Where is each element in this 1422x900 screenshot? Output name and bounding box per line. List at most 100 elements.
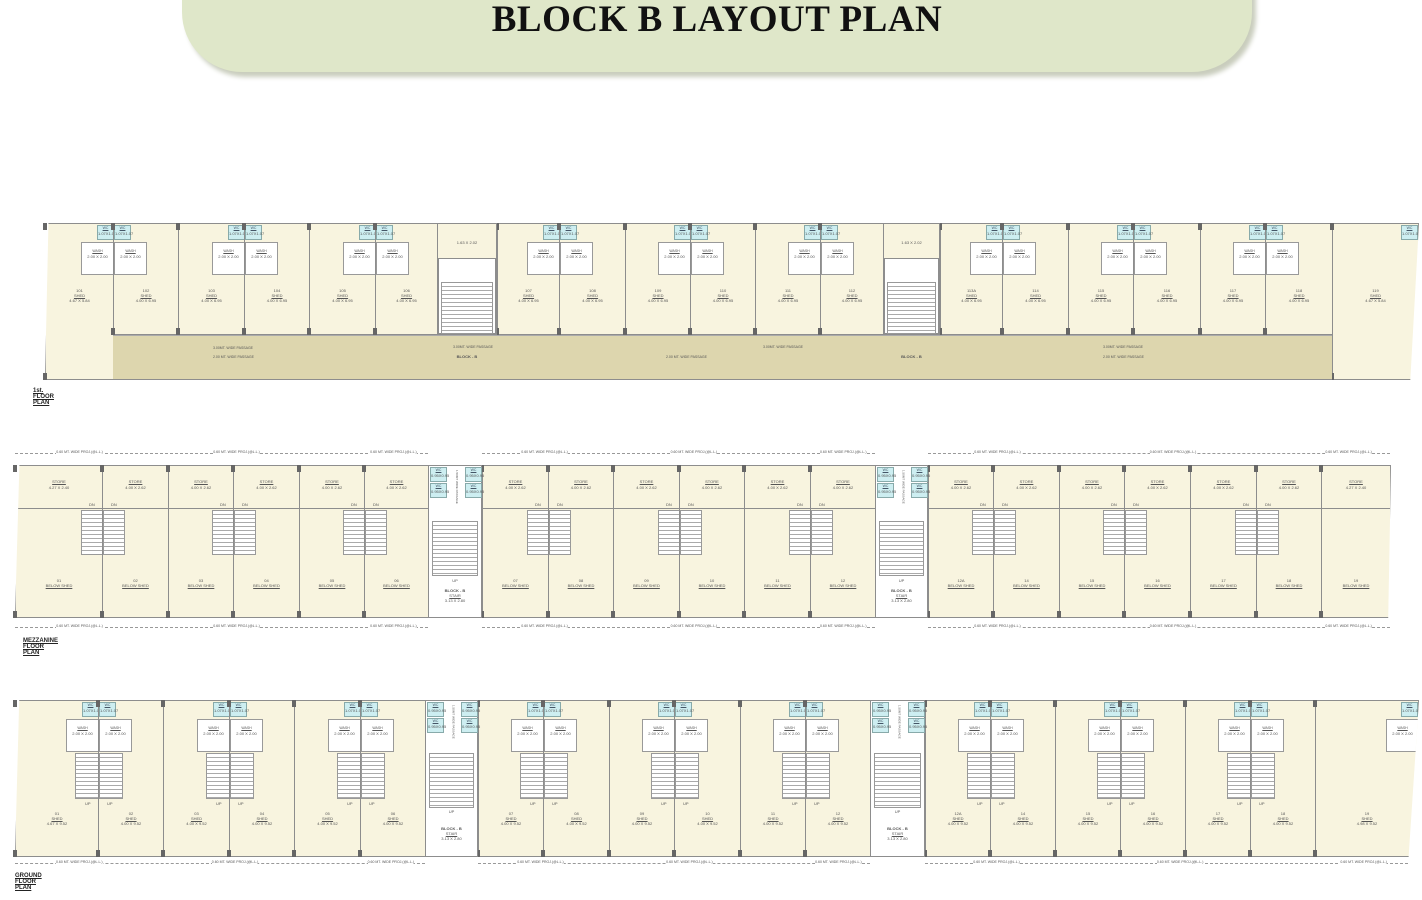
column: [923, 850, 927, 857]
wash-dimension: 2.00 X 2.00: [997, 730, 1018, 736]
unit-dimension: 4.00 X 9.52: [382, 821, 404, 826]
wc-label: WC: [794, 703, 801, 707]
unit-number: 119: [1372, 288, 1379, 293]
unit-number: 104: [273, 288, 281, 293]
internal-stair: [972, 510, 994, 555]
wc-label: WC: [877, 703, 884, 707]
store-divider: [1060, 508, 1124, 509]
column: [1248, 850, 1252, 857]
wash-dimension: 2.00 X 2.00: [1224, 730, 1245, 736]
column: [96, 850, 100, 857]
shed-label: SHED: [1147, 816, 1159, 821]
stair-dn-label: DN: [1133, 502, 1139, 507]
stair-label: STAIR: [895, 593, 908, 598]
wash-label: WASH: [1002, 726, 1013, 730]
unit-number: 112: [848, 288, 856, 293]
unit-dimension: 4.00 X 9.52: [827, 821, 849, 826]
internal-stair: [680, 510, 702, 555]
column: [753, 223, 757, 230]
unit-dimension: 4.00 X 9.52: [1142, 821, 1164, 826]
wash-dimension: 2.00 X 2.00: [1392, 730, 1413, 736]
stair-dn-label: DN: [557, 502, 563, 507]
stair-dn-label: DN: [819, 502, 825, 507]
internal-stair: [806, 753, 830, 799]
unit-dimension: 4.00 X 6.95: [582, 298, 603, 303]
stair-up-label: UP: [216, 801, 222, 806]
wc-label: WC: [979, 703, 986, 707]
column: [753, 328, 757, 335]
wc-dimension: 1.07X1.07: [807, 707, 826, 713]
store-divider: [1322, 508, 1390, 509]
wash-label: WASH: [969, 726, 980, 730]
unit-number: 12: [835, 811, 841, 816]
wc-dimension: 1.07X1.07: [100, 707, 119, 713]
wash-label: WASH: [354, 249, 365, 253]
column: [1313, 850, 1317, 857]
